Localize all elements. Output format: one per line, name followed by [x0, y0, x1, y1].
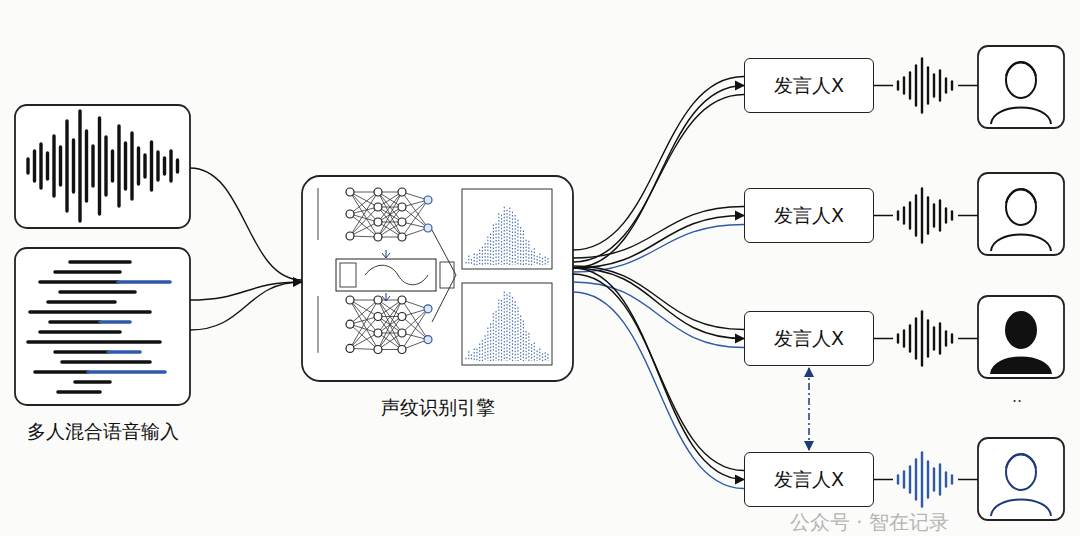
watermark: 公众号 · 智在记录 — [790, 509, 949, 536]
avatar-box — [978, 296, 1064, 378]
speaker-box: 发言人X — [744, 311, 874, 366]
spectrogram — [462, 283, 552, 365]
speaker-waveform — [874, 312, 978, 366]
processing-block — [336, 230, 456, 322]
speaker-label: 发言人X — [774, 73, 844, 99]
fan-curve — [573, 207, 744, 259]
flow-arrow — [573, 86, 744, 269]
fan-curve — [573, 292, 744, 489]
engine-box — [302, 176, 573, 381]
speaker-box: 发言人X — [744, 188, 874, 243]
fan-curve — [190, 282, 302, 330]
caption-label: 声纹识别引擎 — [381, 395, 495, 421]
speaker-label: 发言人X — [774, 326, 844, 352]
neural-net — [318, 188, 432, 241]
transcript-box — [15, 248, 190, 405]
speaker-box: 发言人X — [744, 452, 874, 507]
ellipsis-mark: ·· — [1012, 392, 1022, 411]
input-panel: 多人混合语音输入 — [15, 248, 190, 405]
person-icon — [991, 312, 1051, 374]
input-panel: 声纹识别引擎 — [302, 176, 573, 381]
avatar-box — [978, 438, 1064, 520]
speaker-waveform — [874, 59, 978, 113]
person-icon — [991, 454, 1051, 516]
flow-arrow — [573, 268, 744, 480]
flow-arrow — [190, 282, 302, 300]
waveform-box — [15, 105, 190, 228]
avatar-box — [978, 46, 1064, 128]
person-icon — [991, 62, 1051, 124]
caption-label: 多人混合语音输入 — [27, 419, 179, 445]
spectrogram — [462, 189, 552, 269]
fan-curve — [190, 168, 302, 280]
fan-curve — [573, 225, 744, 273]
waveform — [28, 111, 178, 221]
avatar-box — [978, 173, 1064, 255]
flow-arrow — [573, 268, 744, 339]
person-icon — [991, 189, 1051, 251]
speaker-label: 发言人X — [774, 467, 844, 493]
fan-curve — [573, 77, 744, 251]
link-arrow — [808, 368, 810, 450]
transcript-lines — [28, 262, 170, 392]
flow-arrow — [573, 216, 744, 269]
neural-net — [318, 296, 432, 354]
fan-curve — [573, 282, 744, 348]
speaker-waveform — [874, 453, 978, 507]
speaker-label: 发言人X — [774, 203, 844, 229]
speaker-waveform — [874, 189, 978, 243]
speaker-box: 发言人X — [744, 58, 874, 113]
